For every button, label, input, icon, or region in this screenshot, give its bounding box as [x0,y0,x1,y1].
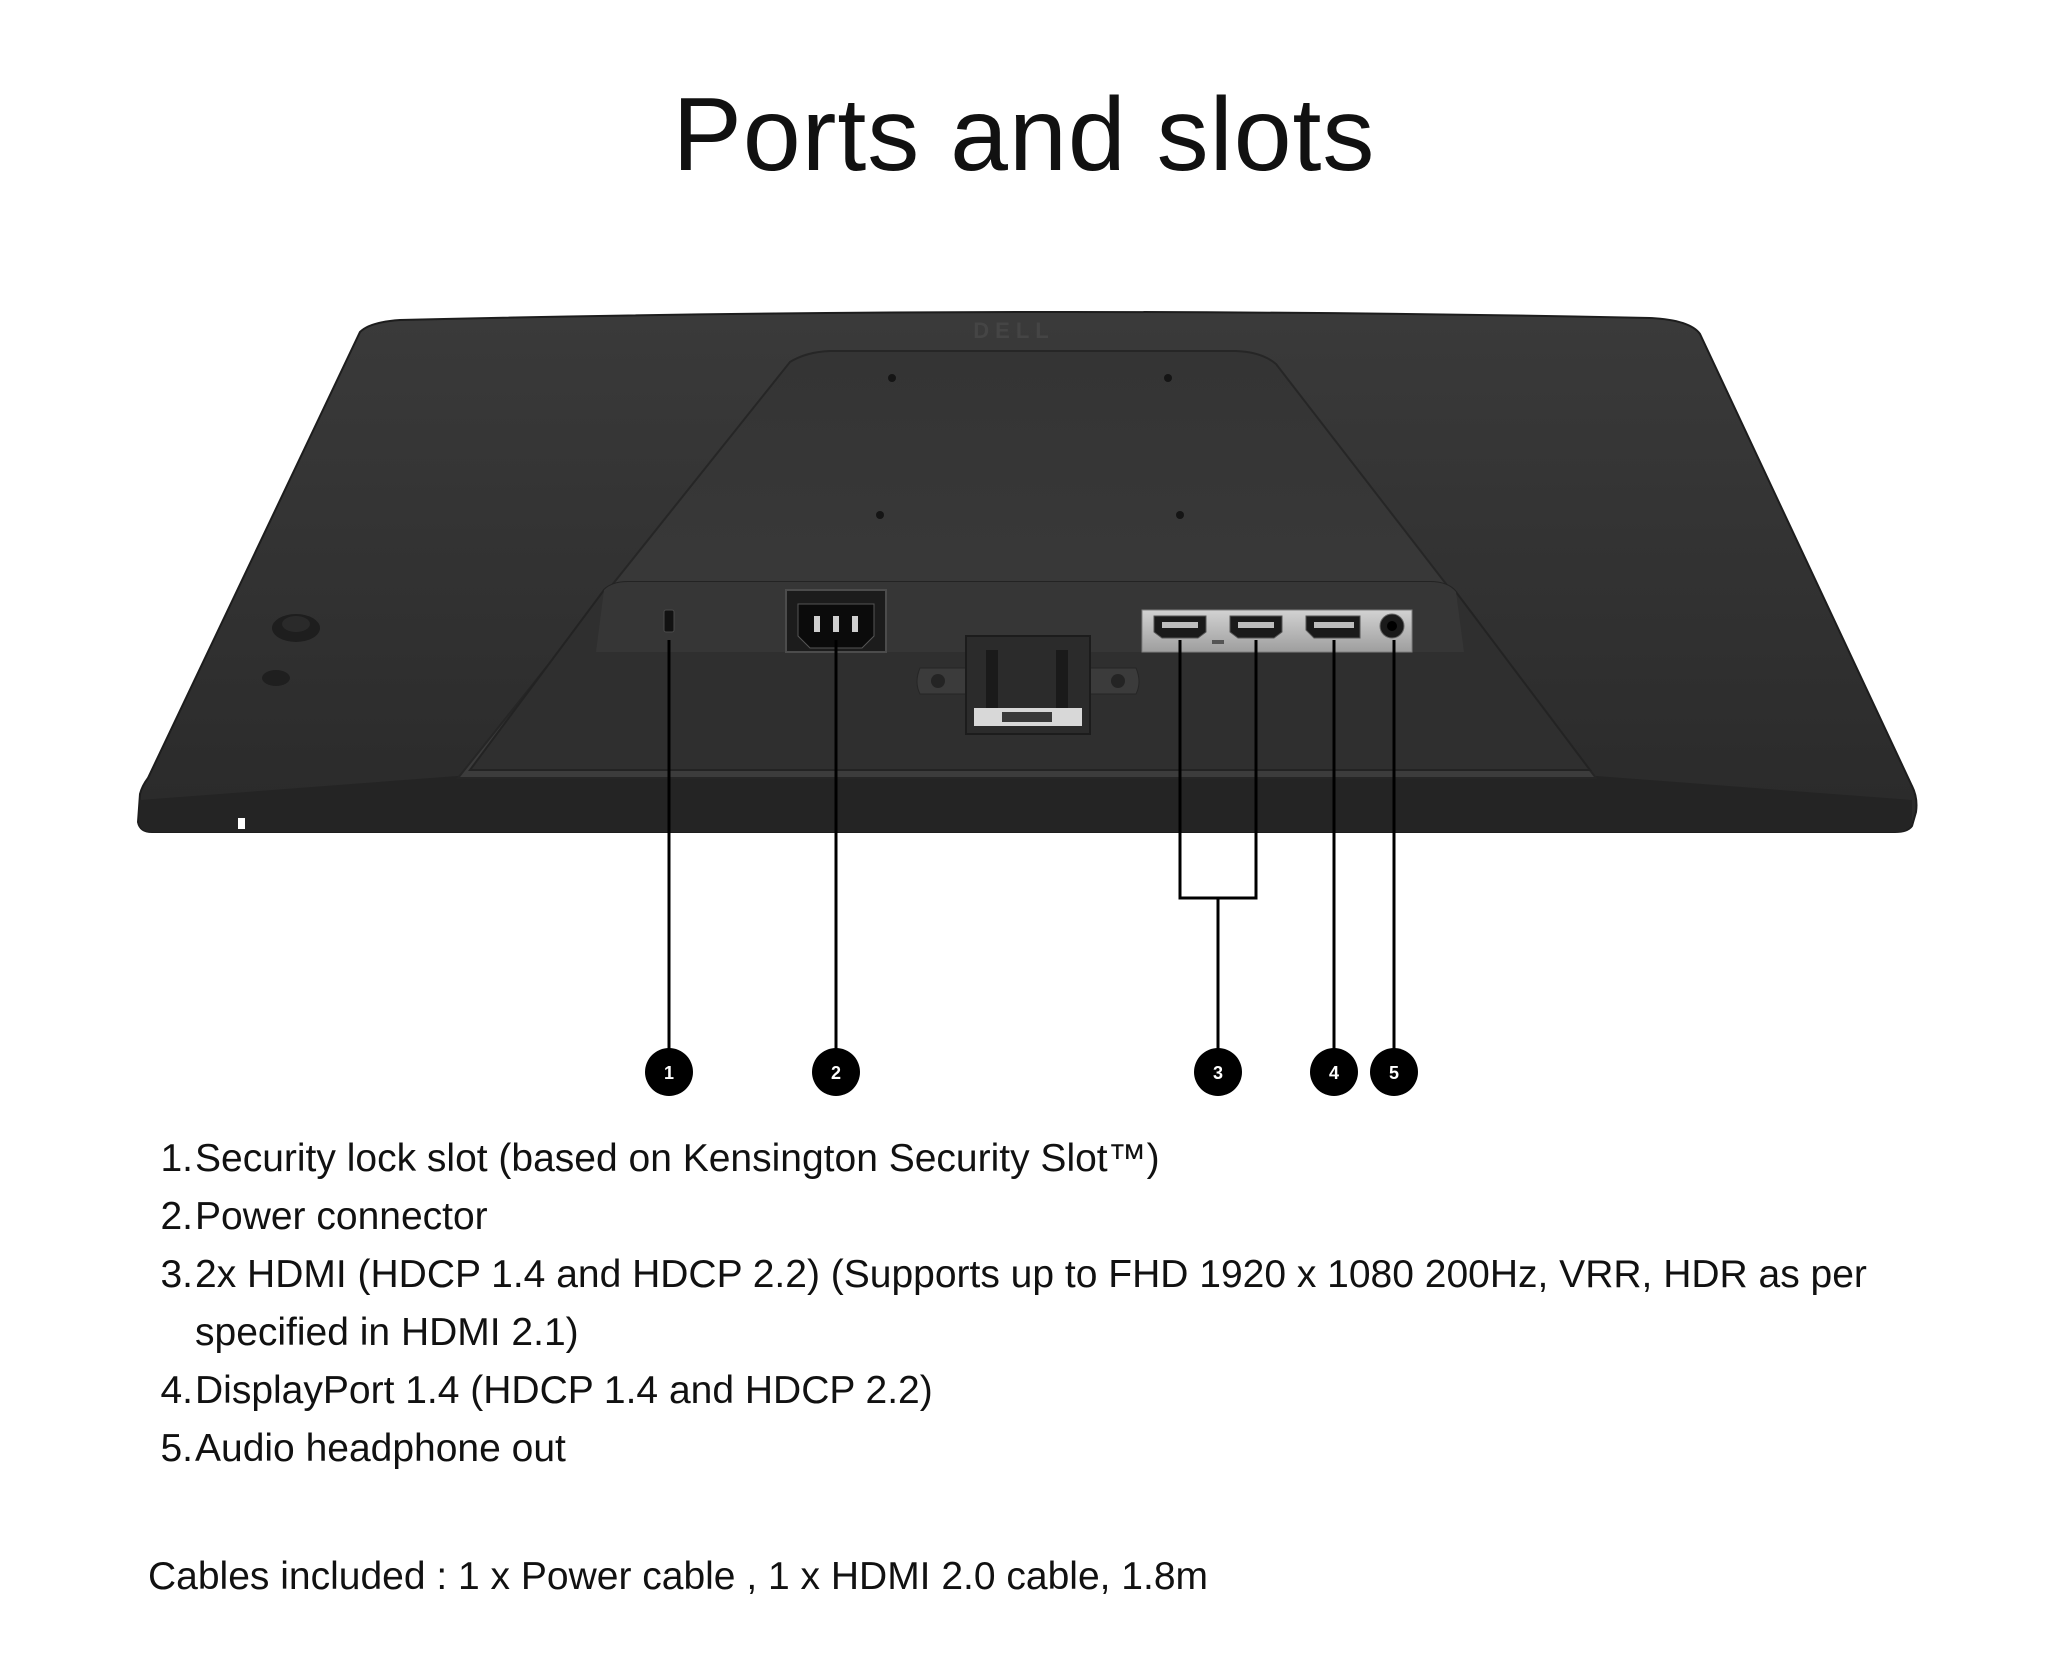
callout-number: 2 [831,1063,841,1083]
list-item-number: 3. [160,1253,193,1296]
list-item: 4. DisplayPort 1.4 (HDCP 1.4 and HDCP 2.… [145,1362,1945,1420]
callout-1: 1 [645,1048,693,1096]
list-item-description: Security lock slot (based on Kensington … [195,1137,1160,1180]
list-item-description: Power connector [195,1195,488,1238]
list-item-description: 2x HDMI (HDCP 1.4 and HDCP 2.2) (Support… [195,1253,1867,1354]
vesa-hole [1176,511,1184,519]
list-item-description: DisplayPort 1.4 (HDCP 1.4 and HDCP 2.2) [195,1369,933,1412]
list-item: 2. Power connector [145,1188,1945,1246]
io-panel [1141,609,1413,653]
dell-logo: DELL [973,318,1054,343]
stand-mount-bracket [916,635,1140,735]
callout-number: 4 [1329,1063,1339,1083]
joystick-control [262,614,320,686]
callout-2: 2 [812,1048,860,1096]
hdmi-port-1 [1153,615,1207,639]
page-title: Ports and slots [672,77,1376,193]
callout-number: 3 [1213,1063,1223,1083]
cables-included: Cables included : 1 x Power cable , 1 x … [148,1555,1209,1598]
vesa-hole [876,511,884,519]
headphone-jack [1379,613,1405,639]
list-item: 5. Audio headphone out [145,1420,1945,1478]
hdmi-port-2 [1229,615,1283,639]
list-item-number: 2. [160,1195,193,1238]
list-item-number: 5. [160,1427,193,1470]
vesa-hole [1164,374,1172,382]
callout-number: 1 [664,1063,674,1083]
security-lock-slot [663,609,675,633]
callout-number: 5 [1389,1063,1399,1083]
monitor-rear-diagram: DELL [136,310,1918,1096]
power-led [238,818,245,829]
list-item: 1. Security lock slot (based on Kensingt… [145,1130,1945,1188]
callout-4: 4 [1310,1048,1358,1096]
callout-3: 3 [1194,1048,1242,1096]
ports-list: 1. Security lock slot (based on Kensingt… [145,1130,1945,1478]
monitor-bottom-edge [139,776,1912,832]
leader-lines [667,640,1396,1054]
vesa-hole [888,374,896,382]
list-item: 3. 2x HDMI (HDCP 1.4 and HDCP 2.2) (Supp… [145,1246,1945,1362]
callout-5: 5 [1370,1048,1418,1096]
list-item-number: 4. [160,1369,193,1412]
list-item-description: Audio headphone out [195,1427,566,1470]
list-item-number: 1. [160,1137,193,1180]
displayport-port [1305,615,1361,639]
